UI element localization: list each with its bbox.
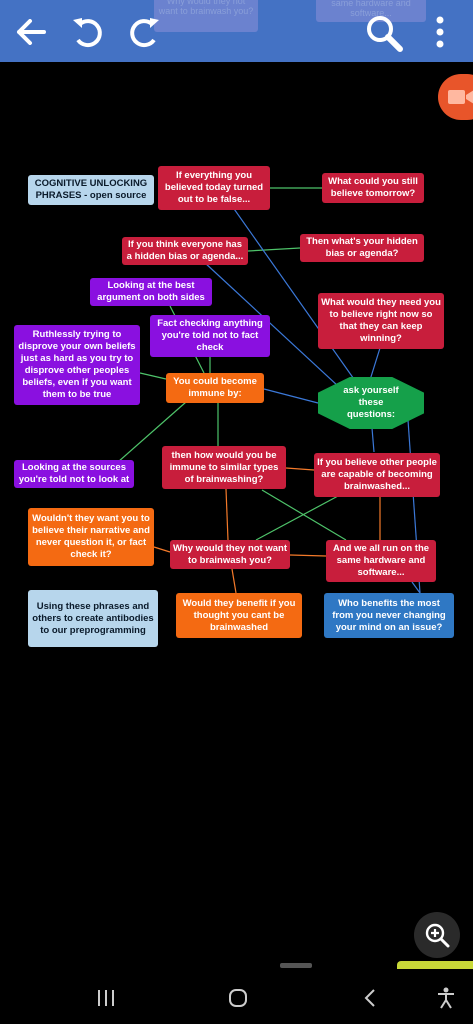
redo-icon[interactable]: [124, 12, 164, 52]
search-icon[interactable]: [362, 12, 406, 54]
node-same-hardware[interactable]: And we all run on the same hardware and …: [326, 540, 436, 582]
node-looking-sources[interactable]: Looking at the sources you're told not t…: [14, 460, 134, 488]
scroll-handle[interactable]: [280, 963, 312, 968]
arrow-left-icon[interactable]: [14, 16, 48, 48]
link-bias-ask: [203, 261, 339, 387]
link-everything-ask: [231, 205, 357, 383]
node-if-everything[interactable]: If everything you believed today turned …: [158, 166, 270, 210]
link-hardware-who: [411, 581, 421, 594]
more-vert-icon[interactable]: [430, 12, 450, 52]
link-thenhow-why: [225, 488, 229, 541]
node-everyone-bias[interactable]: If you think everyone has a hidden bias …: [122, 237, 248, 265]
link-why-benefit: [231, 568, 237, 594]
node-using-phrases[interactable]: Using these phrases and others to create…: [28, 590, 158, 647]
node-fact-checking[interactable]: Fact checking anything you're told not t…: [150, 315, 270, 357]
node-believe-other[interactable]: If you believe other people are capable …: [314, 453, 440, 497]
link-ask-immune: [263, 388, 319, 404]
accessibility-icon[interactable]: [434, 986, 458, 1010]
link-immune-sources: [117, 401, 187, 463]
node-narrative[interactable]: Wouldn't they want you to believe their …: [28, 508, 154, 566]
link-bias-bias: [247, 247, 301, 252]
node-cognitive-phrases[interactable]: COGNITIVE UNLOCKING PHRASES - open sourc…: [28, 175, 154, 205]
node-immune[interactable]: You could become immune by:: [166, 373, 264, 403]
link-hardware-thenhow: [261, 489, 347, 541]
ghost-node-right: same hardware and software...: [316, 0, 426, 22]
chevron-left-icon[interactable]: [358, 986, 382, 1010]
node-benefit[interactable]: Would they benefit if you thought you ca…: [176, 593, 302, 638]
home-icon[interactable]: [226, 986, 250, 1010]
node-your-bias[interactable]: Then what's your hidden bias or agenda?: [300, 234, 424, 262]
undo-icon[interactable]: [68, 12, 108, 52]
side-tab[interactable]: [397, 961, 473, 969]
link-believe-thenhow: [285, 467, 315, 471]
node-ruthlessly[interactable]: Ruthlessly trying to disprove your own b…: [14, 325, 140, 405]
link-why-narrative: [153, 546, 171, 553]
node-who-benefits[interactable]: Who benefits the most from you never cha…: [324, 593, 454, 638]
link-immune-ruthless: [139, 372, 167, 380]
link-ask-believe: [371, 427, 375, 453]
link-need-ask: [369, 347, 381, 381]
app-toolbar: Why would they not want to brainwash you…: [0, 0, 473, 62]
node-why-not[interactable]: Why would they not want to brainwash you…: [170, 540, 290, 569]
node-best-argument[interactable]: Looking at the best argument on both sid…: [90, 278, 212, 306]
ghost-node-left: Why would they not want to brainwash you…: [154, 0, 258, 32]
recents-icon[interactable]: [94, 986, 118, 1010]
video-camera-icon[interactable]: [438, 74, 473, 120]
node-ask-yourself[interactable]: ask yourself these questions:: [318, 377, 424, 429]
link-hardware-why: [289, 554, 327, 557]
node-need-believe[interactable]: What would they need you to believe righ…: [318, 293, 444, 349]
node-still-believe[interactable]: What could you still believe tomorrow?: [322, 173, 424, 203]
zoom-in-icon[interactable]: [414, 912, 460, 958]
system-nav-bar: [0, 972, 473, 1024]
node-then-how[interactable]: then how would you be immune to similar …: [162, 446, 286, 489]
link-believe-why: [255, 495, 339, 541]
